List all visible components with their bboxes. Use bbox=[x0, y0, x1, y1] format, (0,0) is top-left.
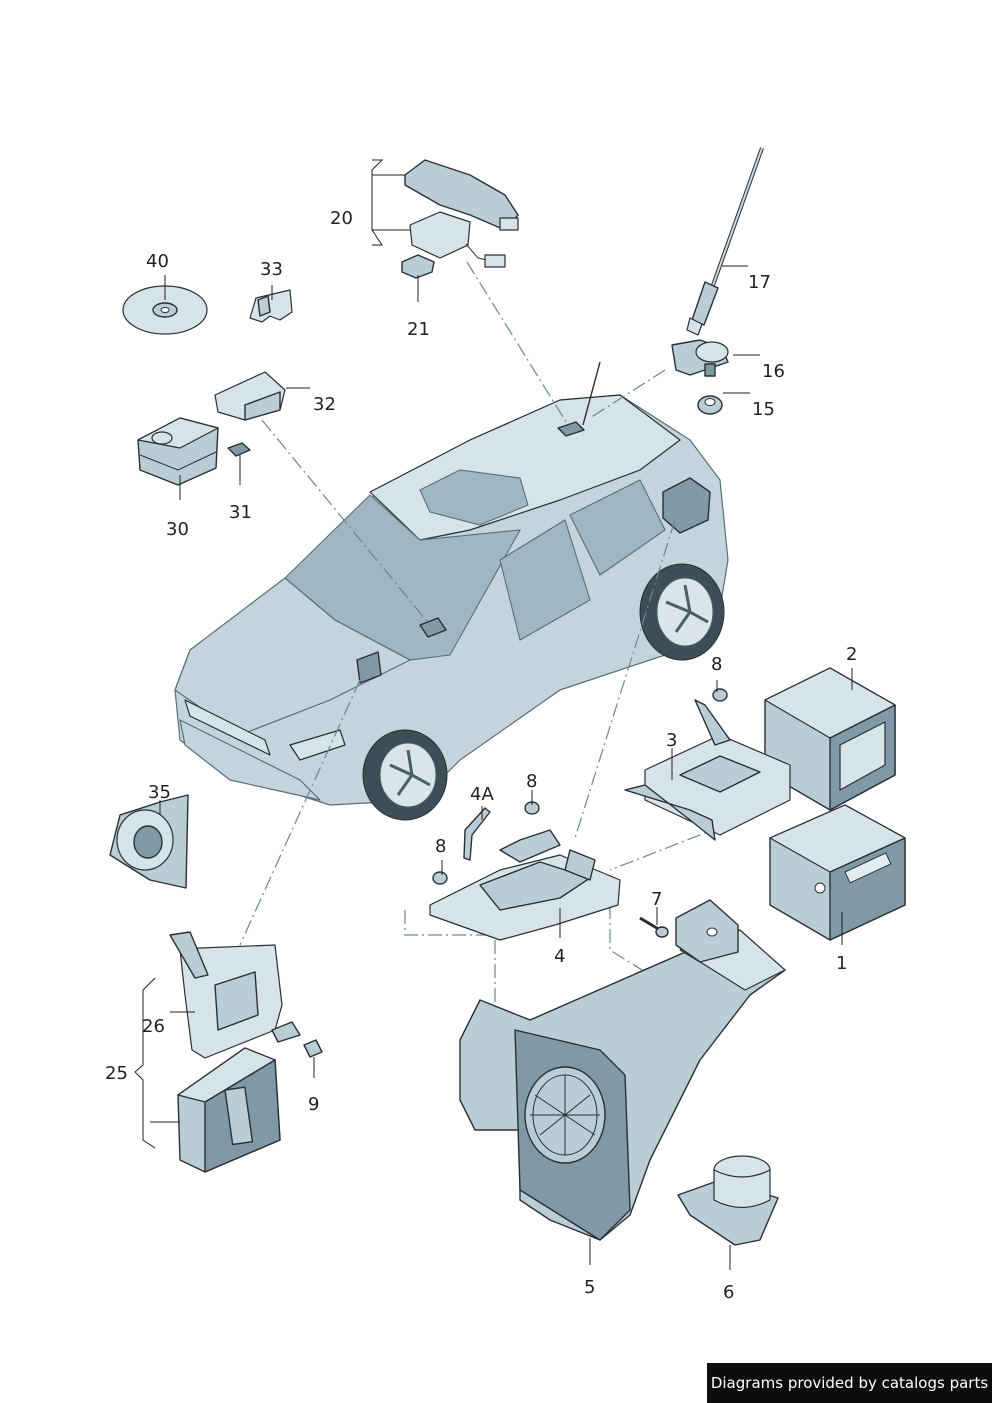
part-40-disc bbox=[122, 285, 208, 335]
part-7-screw bbox=[639, 916, 669, 938]
callout-21: 21 bbox=[407, 319, 430, 340]
callout-31: 31 bbox=[229, 502, 252, 523]
leader-lines bbox=[134, 159, 853, 1270]
part-5-subwoofer bbox=[459, 899, 786, 1241]
part-25-amplifier bbox=[177, 1047, 281, 1173]
part-32-cover bbox=[214, 371, 286, 421]
car-illustration bbox=[174, 361, 729, 821]
part-9-nut bbox=[303, 1039, 323, 1058]
part-26-bracket bbox=[169, 931, 301, 1059]
callout-15: 15 bbox=[752, 399, 775, 420]
part-30-unit bbox=[137, 417, 219, 486]
part-33-clip bbox=[249, 289, 293, 323]
callout-4a: 4A bbox=[470, 784, 494, 805]
callout-9: 9 bbox=[308, 1094, 319, 1115]
callout-30: 30 bbox=[166, 519, 189, 540]
callout-17: 17 bbox=[748, 272, 771, 293]
credit-banner: Diagrams provided by catalogs parts bbox=[707, 1363, 992, 1403]
callout-labels: 40 33 20 21 17 16 15 32 30 31 2 8 3 8 4A… bbox=[105, 208, 857, 1303]
part-2-housing bbox=[764, 667, 896, 811]
callout-8b: 8 bbox=[526, 771, 537, 792]
callout-3: 3 bbox=[666, 730, 677, 751]
callout-20: 20 bbox=[330, 208, 353, 229]
part-17-antenna-mast bbox=[686, 147, 764, 336]
part-16-antenna-base bbox=[671, 339, 729, 377]
callout-26: 26 bbox=[142, 1016, 165, 1037]
callout-16: 16 bbox=[762, 361, 785, 382]
callout-7: 7 bbox=[651, 889, 662, 910]
part-35-tweeter bbox=[109, 794, 189, 889]
callout-1: 1 bbox=[836, 953, 847, 974]
callout-4: 4 bbox=[554, 946, 565, 967]
part-1-radio bbox=[769, 804, 906, 941]
callout-25: 25 bbox=[105, 1063, 128, 1084]
part-31-chip bbox=[227, 442, 251, 457]
part-8-nuts bbox=[432, 688, 728, 885]
part-21-small-part bbox=[401, 254, 435, 279]
callout-32: 32 bbox=[313, 394, 336, 415]
part-6-speaker bbox=[677, 1155, 779, 1246]
dash-lines bbox=[239, 261, 791, 1050]
part-4a-bracket bbox=[463, 807, 491, 861]
callout-35: 35 bbox=[148, 782, 171, 803]
part-3-bracket bbox=[624, 699, 791, 841]
callout-40: 40 bbox=[146, 251, 169, 272]
part-4-mount bbox=[429, 829, 621, 941]
part-15-nut bbox=[697, 395, 723, 415]
callout-33: 33 bbox=[260, 259, 283, 280]
part-20-module bbox=[404, 159, 519, 268]
callout-8c: 8 bbox=[435, 836, 446, 857]
callout-6: 6 bbox=[723, 1282, 734, 1303]
callout-2: 2 bbox=[846, 644, 857, 665]
callout-8a: 8 bbox=[711, 654, 722, 675]
callout-5: 5 bbox=[584, 1277, 595, 1298]
